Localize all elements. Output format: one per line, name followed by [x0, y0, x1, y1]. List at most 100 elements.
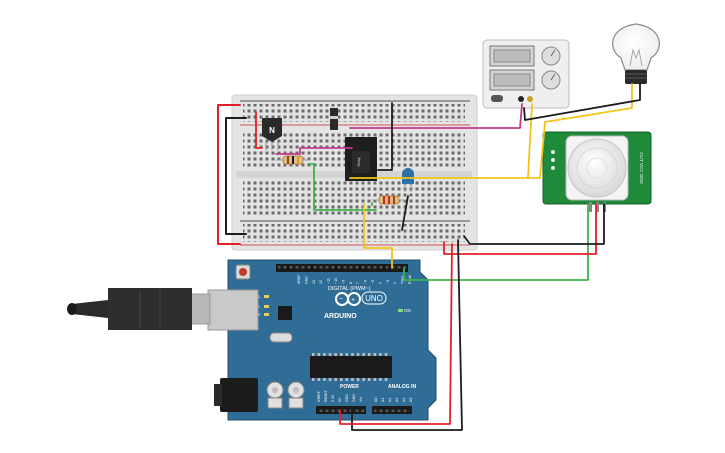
bottom-power-rail	[243, 224, 465, 242]
power-switch[interactable]	[491, 95, 503, 102]
chip-pin	[356, 378, 360, 381]
brand-label: ARDUINO	[324, 313, 357, 320]
power-supply	[482, 39, 570, 109]
digital-pin-label-3: 12	[319, 280, 323, 284]
chip-pin	[379, 353, 382, 356]
light-bulb	[612, 23, 660, 84]
analog-label: ANALOG IN	[388, 384, 416, 390]
chip-pin	[323, 353, 326, 356]
chip-pin	[328, 353, 332, 356]
chip-pin	[312, 378, 315, 381]
model-label: UNO	[365, 294, 383, 303]
analog-pin-label-5: A5	[409, 398, 413, 402]
chip-pin	[379, 378, 382, 381]
chip-pin	[368, 378, 371, 381]
bulb-socket	[625, 70, 647, 84]
resistor-2	[372, 195, 406, 205]
resistor-1	[276, 155, 310, 165]
chip-pin	[334, 378, 337, 381]
chip-pin	[373, 378, 377, 381]
digital-pin-label-5: ~10	[334, 278, 338, 284]
chip-pin	[351, 378, 354, 381]
digital-pin-label-13: 2	[393, 282, 397, 284]
pir-sensor: OUT VCC GND	[542, 131, 652, 212]
digital-pin-label-0: AREF	[297, 274, 301, 284]
chip-pin	[317, 378, 321, 381]
led-l-label: L	[258, 294, 261, 299]
ps-terminal-negative[interactable]	[518, 96, 524, 102]
digital-pin-label-7: 8	[349, 282, 353, 284]
diode	[330, 108, 338, 130]
top-power-rail	[243, 104, 465, 122]
digital-pin-label-8: 7	[356, 282, 360, 284]
digital-pin-label-14: TX▸1	[401, 276, 405, 284]
led-on	[398, 309, 403, 312]
pir-dome	[567, 138, 627, 198]
power-pin-label-1: RESET	[324, 389, 328, 402]
usb-port	[207, 289, 259, 331]
chip-pin	[362, 353, 365, 356]
ps-display-voltage	[493, 49, 531, 63]
chip-pin	[334, 353, 337, 356]
chip-pin	[340, 378, 343, 381]
digital-pin-label-6: ~9	[341, 280, 345, 284]
chip-pin	[368, 353, 371, 356]
digital-pin-label-9: ~6	[364, 280, 368, 284]
atmega-chip	[310, 356, 392, 378]
analog-pin-label-3: A3	[395, 398, 399, 402]
analog-pin-label-0: A0	[374, 398, 378, 402]
digital-pin-label-12: ~3	[386, 280, 390, 284]
arduino-logo: − +	[335, 292, 361, 306]
transistor-label: N	[269, 126, 275, 135]
power-pin-label-0: IOREF	[317, 390, 321, 402]
chip-pin	[384, 378, 388, 381]
power-pin-label-5: GND	[352, 394, 356, 402]
power-pin-label-4: GND	[345, 394, 349, 402]
usb-plug	[108, 288, 192, 330]
svg-text:+: +	[351, 297, 355, 304]
ps-display-current	[493, 73, 531, 87]
pir-pins-label: OUT VCC GND	[639, 152, 644, 184]
power-label: POWER	[340, 384, 359, 390]
breadboard	[231, 94, 478, 251]
led-blue	[402, 168, 414, 192]
digital-pin-label-10: ~5	[371, 280, 375, 284]
led-rx	[264, 313, 269, 316]
svg-text:−: −	[339, 296, 343, 303]
chip-pin	[351, 353, 354, 356]
chip-pin	[312, 353, 315, 356]
chip-pin	[384, 353, 388, 356]
chip-pin	[356, 353, 360, 356]
chip-pin	[323, 378, 326, 381]
analog-pin-label-4: A4	[402, 398, 406, 402]
analog-pin-label-2: A2	[388, 398, 392, 402]
chip-pin	[345, 378, 349, 381]
crystal	[269, 332, 293, 343]
led-on-label: ON	[404, 308, 411, 313]
digital-pin-label-1: GND	[304, 276, 308, 284]
led-l	[264, 295, 269, 298]
usb-chip	[278, 306, 292, 320]
usb-cable	[67, 288, 259, 331]
power-pin-label-3: 5V	[338, 397, 342, 402]
relay: Relay	[345, 137, 377, 181]
chip-pin	[340, 353, 343, 356]
ps-terminal-positive[interactable]	[527, 96, 533, 102]
chip-pin	[373, 353, 377, 356]
terminal-strip-bottom	[243, 181, 465, 217]
wires	[217, 83, 641, 431]
power-jack[interactable]	[220, 378, 258, 412]
analog-pin-label-1: A1	[381, 398, 385, 402]
relay-label: Relay	[357, 157, 361, 166]
power-pin-label-2: 3.3V	[331, 394, 335, 402]
digital-pin-label-11: 4	[378, 282, 382, 284]
digital-pin-label-4: ~11	[327, 278, 331, 284]
digital-pin-label-2: 13	[312, 280, 316, 284]
chip-pin	[362, 378, 365, 381]
led-tx	[264, 305, 269, 308]
npn-transistor: N	[262, 118, 282, 150]
